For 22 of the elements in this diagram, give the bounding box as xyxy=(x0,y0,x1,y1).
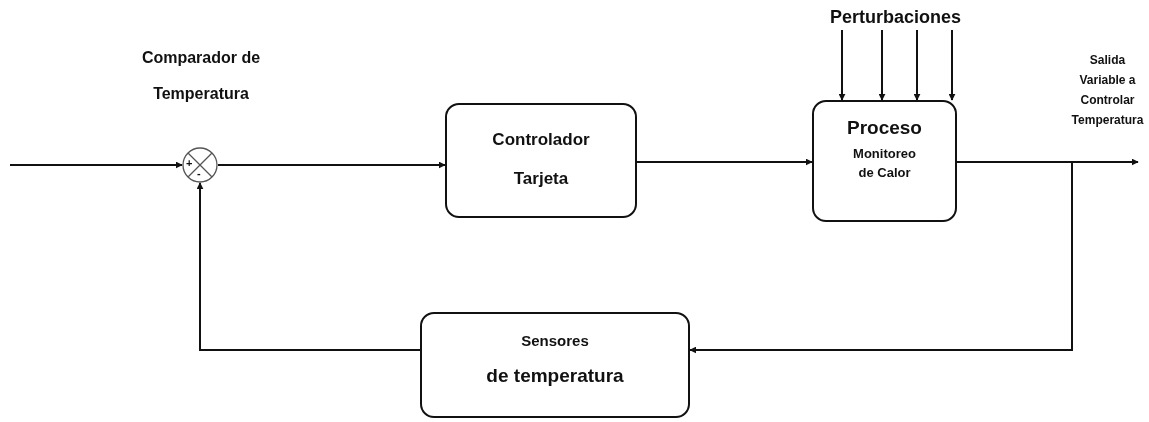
box-title: Proceso xyxy=(847,116,922,140)
arrow xyxy=(196,182,421,351)
junction-label: Comparador de Temperatura xyxy=(140,48,262,104)
disturbance-label: Perturbaciones xyxy=(808,4,983,30)
process-box xyxy=(445,103,637,218)
sign-label: + xyxy=(186,157,193,169)
box-title: Controlador xyxy=(492,129,590,151)
arrow xyxy=(689,161,1073,354)
arrow xyxy=(878,29,886,101)
box-text: Tarjeta xyxy=(513,168,569,190)
box-title: Sensores xyxy=(521,331,589,351)
box-text: Monitoreo de Calor xyxy=(852,145,917,182)
arrow xyxy=(913,29,921,101)
arrow xyxy=(636,158,813,166)
process-box xyxy=(812,100,957,222)
arrow xyxy=(9,161,183,169)
arrow xyxy=(948,29,956,101)
arrow xyxy=(838,29,846,101)
sign-label: - xyxy=(197,167,201,179)
box-text: de temperatura xyxy=(486,364,624,388)
arrow xyxy=(217,161,446,169)
process-box xyxy=(420,312,690,418)
